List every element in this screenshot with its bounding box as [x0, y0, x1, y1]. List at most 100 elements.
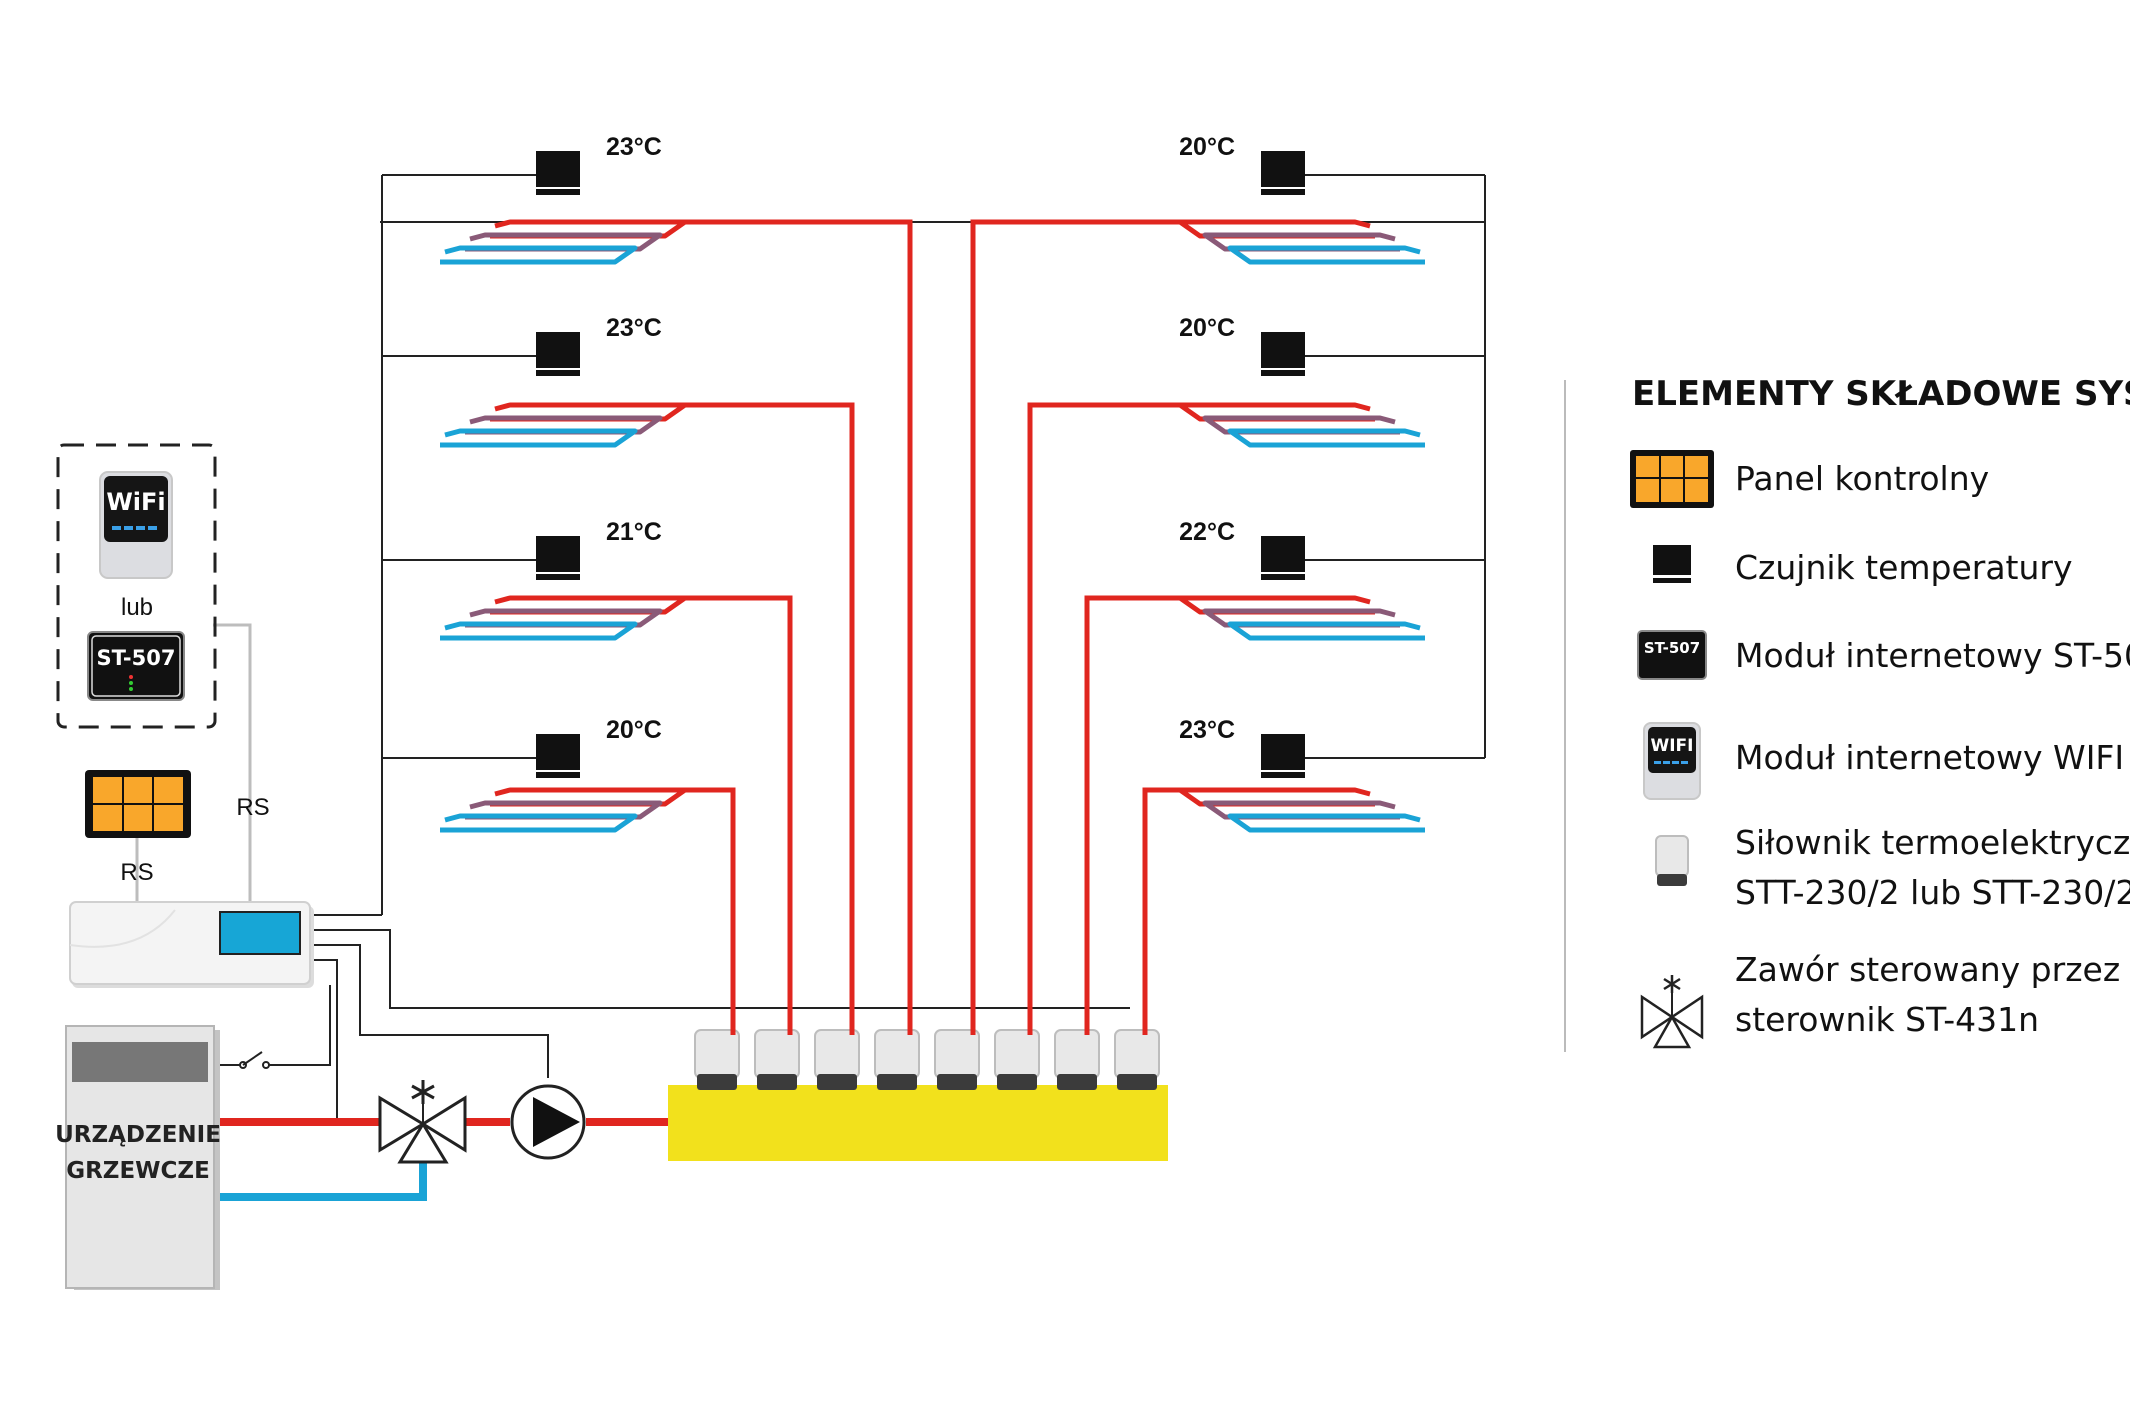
actuator-icon — [754, 1029, 800, 1090]
zone-supply-pipe — [970, 219, 1225, 1035]
temperature-sensor-icon — [1653, 545, 1691, 583]
legend-item-label: Moduł internetowy ST-507 — [1735, 636, 2130, 675]
zone-temperature-label: 21°C — [606, 518, 662, 546]
heating-zones: 23°C23°C21°C20°C20°C20°C22°C23°C — [440, 133, 1425, 1035]
wifi-module-screen — [104, 476, 168, 542]
st507-module-icon: ST-507 — [1637, 630, 1707, 680]
modules-dashed-frame — [56, 443, 217, 729]
legend-item-label: Panel kontrolny — [1735, 459, 1989, 498]
legend-item-1: Panel kontrolny — [1630, 450, 1989, 508]
boiler-switch — [239, 1051, 270, 1069]
legend-st507-badge: ST-507 — [1644, 639, 1700, 657]
floor-loop-band — [440, 428, 638, 448]
sensor-bus-wires — [212, 174, 1486, 1126]
temperature-sensor-icon — [1261, 536, 1305, 580]
actuator-icon — [694, 1029, 740, 1090]
legend-item-4: WIFI Moduł internetowy WIFI RS — [1643, 722, 2130, 800]
internet-modules-group: WiFi lub ST-507 — [56, 443, 217, 729]
temperature-sensor-icon — [536, 536, 580, 580]
actuator-icon — [814, 1029, 860, 1090]
boiler: URZĄDZENIE GRZEWCZE — [55, 1025, 221, 1290]
legend-wifi-badge: WIFI — [1650, 736, 1693, 756]
mixing-valve-icon — [378, 1080, 467, 1164]
actuator-icon — [1114, 1029, 1160, 1090]
zone-7: 22°C — [1084, 518, 1425, 1035]
floor-loop-band — [1227, 428, 1425, 448]
main-pipes — [220, 1118, 670, 1201]
floor-loop-band — [440, 621, 638, 641]
actuator-icon — [1655, 835, 1689, 886]
legend-item-3: ST-507 Moduł internetowy ST-507 — [1637, 630, 2130, 680]
controller-boiler-wire — [268, 985, 331, 1066]
legend-title: ELEMENTY SKŁADOWE SYSTEMU: — [1632, 374, 2130, 414]
manifold-body — [668, 1085, 1168, 1161]
control-panel-icon — [85, 770, 191, 838]
temperature-sensor-icon — [1261, 332, 1305, 376]
actuators — [694, 1029, 1160, 1090]
actuator-icon — [1054, 1029, 1100, 1090]
zone-supply-pipe — [1027, 402, 1225, 1035]
temperature-sensor-icon — [536, 734, 580, 778]
controller-valve-wire — [310, 959, 425, 1126]
legend-item-label: Zawór sterowany przez — [1735, 950, 2120, 989]
legend-item-label: sterownik ST-431n — [1735, 1000, 2039, 1039]
temperature-sensor-icon — [1261, 151, 1305, 195]
controller-actuator-wire — [310, 929, 1130, 1009]
boiler-label-line2: GRZEWCZE — [66, 1158, 210, 1184]
floor-loop-band — [1227, 813, 1425, 833]
zone-temperature-label: 23°C — [1179, 716, 1235, 744]
zone-5: 20°C — [970, 133, 1425, 1035]
actuator-icon — [934, 1029, 980, 1090]
floor-loop-band — [440, 245, 638, 265]
zone-8: 23°C — [1142, 716, 1425, 1035]
st507-module-label: ST-507 — [97, 646, 176, 670]
actuator-icon — [874, 1029, 920, 1090]
zone-6: 20°C — [1027, 314, 1425, 1035]
temperature-sensor-icon — [1261, 734, 1305, 778]
zone-temperature-label: 22°C — [1179, 518, 1235, 546]
circulation-pump-icon — [510, 1084, 586, 1160]
zone-temperature-label: 20°C — [606, 716, 662, 744]
temperature-sensor-icon — [536, 151, 580, 195]
st507-module-body — [87, 631, 185, 701]
legend-item-label: Siłownik termoelektryczny — [1735, 823, 2130, 862]
controller-pump-wire — [310, 944, 549, 1078]
zone-3: 21°C — [440, 518, 793, 1035]
zone-4: 20°C — [440, 716, 736, 1035]
legend: ELEMENTY SKŁADOWE SYSTEMU: Panel kontrol… — [1630, 374, 2130, 1049]
boiler-label-line1: URZĄDZENIE — [55, 1122, 221, 1148]
legend-item-6: Zawór sterowany przez sterownik ST-431n — [1640, 950, 2120, 1049]
zone-supply-pipe — [1142, 787, 1225, 1035]
zone-supply-pipe — [660, 787, 736, 1035]
boiler-top-panel — [72, 1042, 208, 1082]
zone-supply-pipe — [660, 595, 793, 1035]
or-label: lub — [121, 594, 153, 621]
zone-supply-pipe — [660, 402, 855, 1035]
zone-temperature-label: 20°C — [1179, 133, 1235, 161]
rs-label-modules: RS — [236, 794, 269, 821]
controller-screen — [219, 911, 301, 955]
temperature-sensor-icon — [536, 332, 580, 376]
rs-wires — [135, 623, 252, 905]
rs-wire-modules — [213, 623, 252, 905]
main-controller — [69, 901, 314, 988]
floor-loop-band — [440, 813, 638, 833]
wifi-module-icon: WIFI — [1643, 722, 1701, 800]
floor-loop-band — [1227, 621, 1425, 641]
zone-temperature-label: 23°C — [606, 133, 662, 161]
floor-loop-band — [1227, 245, 1425, 265]
wifi-module-label: WiFi — [106, 488, 165, 516]
return-pipe — [220, 1160, 427, 1201]
legend-item-label: Czujnik temperatury — [1735, 548, 2073, 587]
zone-supply-pipe — [1084, 595, 1225, 1035]
rs-label-panel: RS — [120, 859, 153, 886]
zone-2: 23°C — [440, 314, 855, 1035]
legend-item-label: STT-230/2 lub STT-230/2 S — [1735, 873, 2130, 912]
manifold — [668, 1029, 1168, 1161]
zone-temperature-label: 20°C — [1179, 314, 1235, 342]
legend-item-2: Czujnik temperatury — [1653, 545, 2073, 587]
legend-item-label: Moduł internetowy WIFI RS — [1735, 738, 2130, 777]
